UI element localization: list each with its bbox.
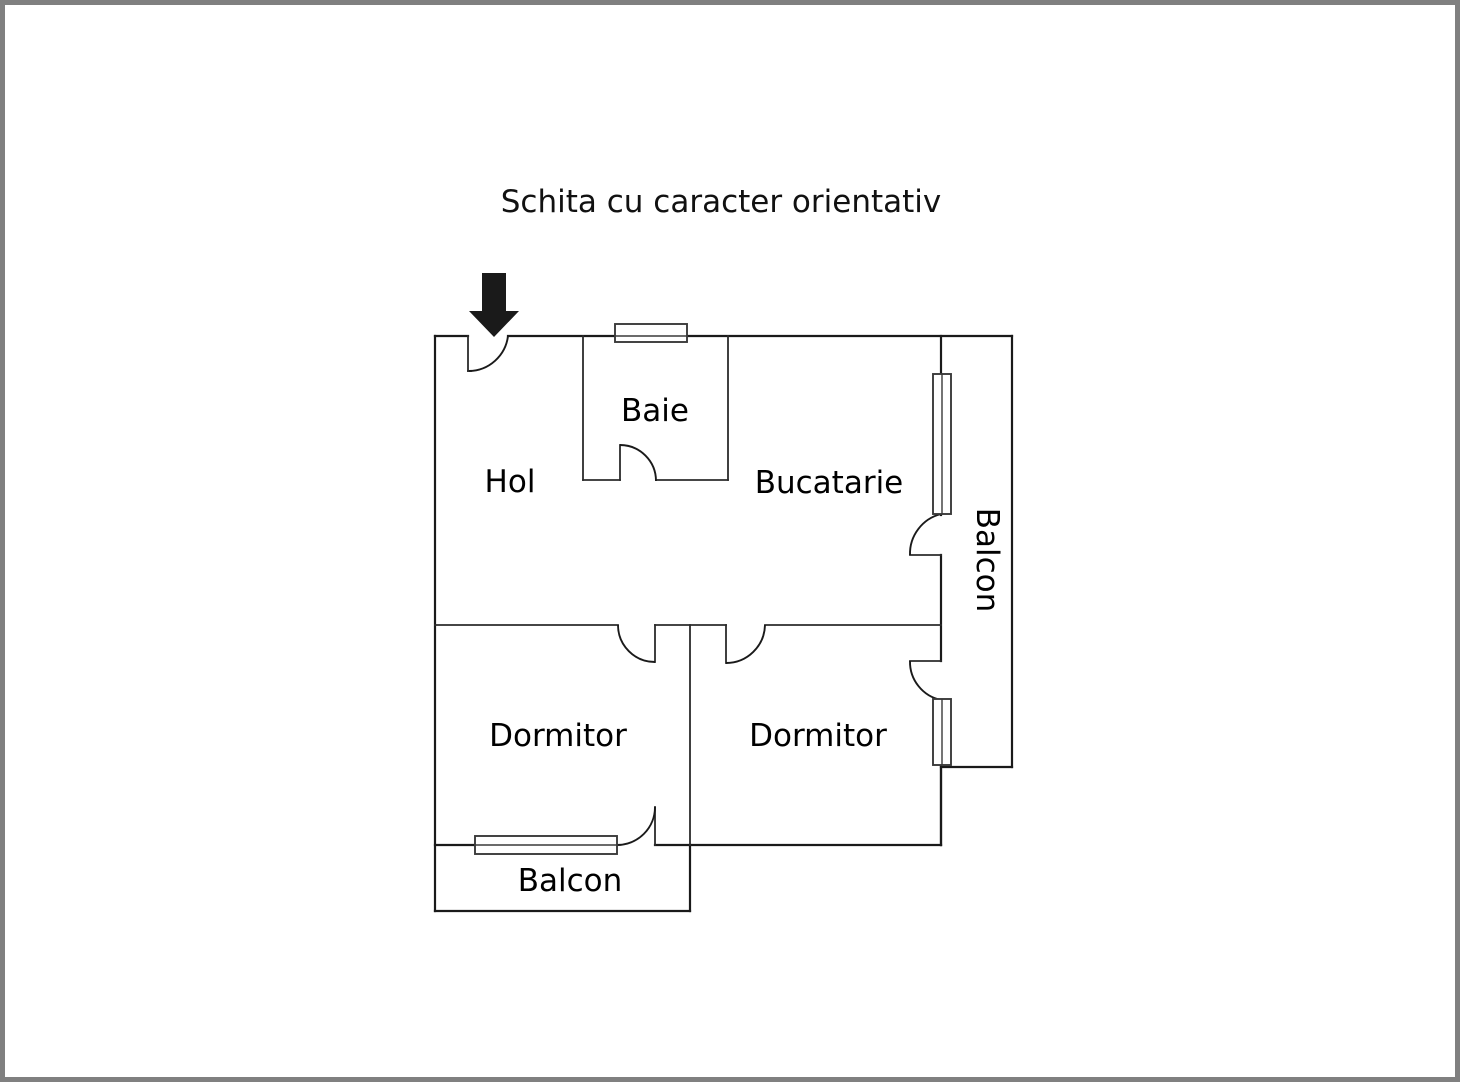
door-balcony-east <box>909 513 942 556</box>
door-bedroom-left <box>617 624 656 663</box>
door-entrance <box>467 335 509 372</box>
door-balcony-lower <box>909 660 942 701</box>
page-title: Schita cu caracter orientativ <box>501 184 942 220</box>
window-bathroom <box>614 323 688 343</box>
door-balcony-south <box>616 806 656 846</box>
door-bedroom-right <box>725 624 766 664</box>
window-balcony-lower <box>932 698 952 766</box>
interior-walls <box>434 335 942 846</box>
room-label-hol: Hol <box>485 464 536 500</box>
room-label-dormitor-stanga: Dormitor <box>489 718 627 754</box>
room-label-bucatarie: Bucatarie <box>755 465 904 501</box>
floor-plan-drawing: Schita cu caracter orientativ <box>433 184 1014 913</box>
room-label-baie: Baie <box>621 393 689 429</box>
door-bathroom <box>619 444 657 482</box>
room-label-balcon-est: Balcon <box>969 508 1005 613</box>
exterior-walls <box>433 334 1014 913</box>
room-label-balcon-sud: Balcon <box>518 863 623 899</box>
room-label-dormitor-dreapta: Dormitor <box>749 718 887 754</box>
window-balcony-east <box>932 373 952 515</box>
window-balcony-south <box>474 835 618 855</box>
entrance-arrow-icon <box>469 273 519 337</box>
